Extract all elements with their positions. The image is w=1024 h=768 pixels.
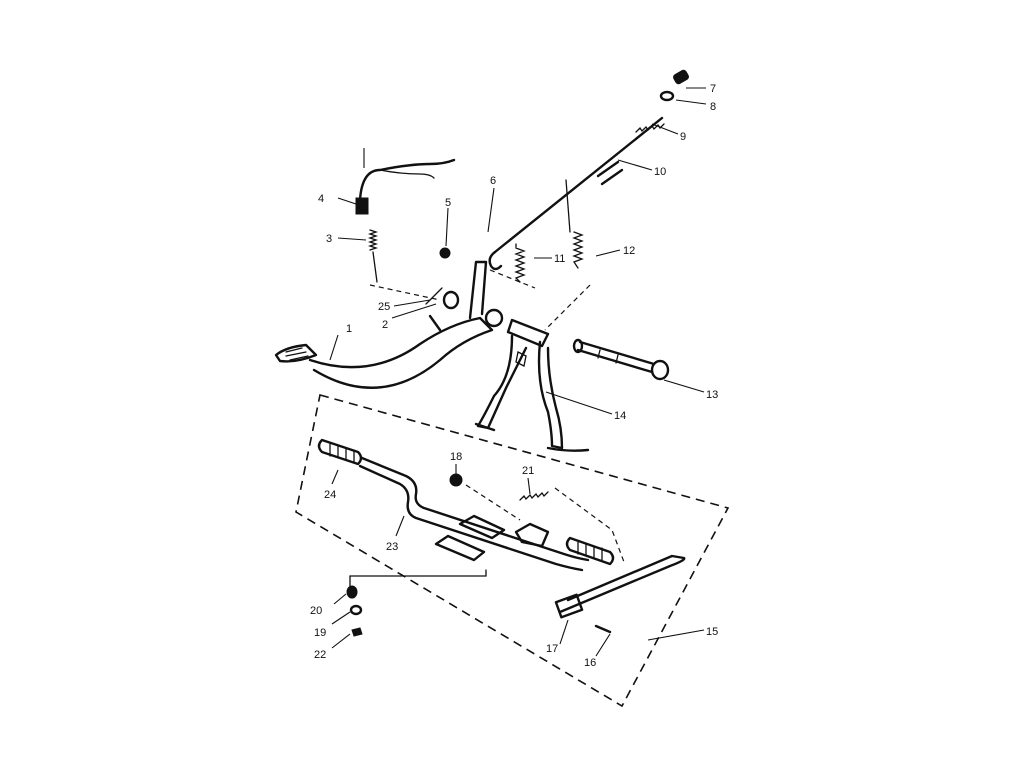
label-20: 20: [310, 605, 322, 617]
label-17: 17: [546, 643, 558, 655]
label-10: 10: [654, 166, 666, 178]
label-7: 7: [710, 83, 716, 95]
label-18: 18: [450, 451, 462, 463]
dash-leader-d: [465, 484, 521, 521]
nut-5: [439, 247, 451, 259]
spring-12: [565, 179, 584, 269]
spring-11: [514, 243, 526, 283]
cable-hook: [488, 250, 503, 271]
label-12: 12: [623, 245, 635, 257]
cable-end-bolt: [673, 69, 689, 85]
label-9: 9: [680, 131, 686, 143]
footrest-group-boundary: [295, 394, 730, 708]
pin-25: [425, 287, 443, 305]
brake-pedal: [274, 260, 504, 389]
label-19: 19: [314, 627, 326, 639]
cable-washer: [659, 90, 675, 102]
fastener-stack: [346, 569, 487, 637]
label-15: 15: [706, 626, 718, 638]
footrest-rubber-left: [317, 438, 363, 466]
label-13: 13: [706, 389, 718, 401]
cable-adjuster: [596, 160, 624, 186]
label-24: 24: [324, 489, 336, 501]
label-22: 22: [314, 649, 326, 661]
label-23: 23: [386, 541, 398, 553]
brake-switch-cable: [355, 158, 456, 215]
pivot-shaft: [572, 338, 670, 381]
label-6: 6: [490, 175, 496, 187]
label-11: 11: [554, 253, 565, 265]
label-14: 14: [614, 410, 626, 422]
dash-leader-c: [544, 284, 591, 331]
dash-leader-e: [554, 487, 625, 563]
footrest-bar: [358, 456, 590, 572]
side-stand: [554, 554, 686, 634]
label-21: 21: [522, 465, 534, 477]
washer-2: [442, 290, 460, 310]
part-labels: 7 8 9 10 11 12 13 14 15 16 17 18 19 20 2…: [310, 83, 718, 669]
bolt-18: [449, 473, 463, 487]
label-25: 25: [378, 301, 390, 313]
footrest-rubber-right: [565, 536, 615, 566]
dash-leader-b: [489, 269, 536, 289]
cable-rod: [493, 116, 664, 254]
leader-lines: [329, 87, 707, 657]
label-16: 16: [584, 657, 596, 669]
label-1: 1: [346, 323, 352, 335]
dash-leader-a: [369, 284, 441, 301]
brake-switch: [355, 197, 369, 215]
label-8: 8: [710, 101, 716, 113]
spring-21: [519, 491, 549, 501]
label-2: 2: [382, 319, 388, 331]
label-3: 3: [326, 233, 332, 245]
spring-3: [367, 229, 379, 283]
main-stand: [474, 318, 590, 452]
label-5: 5: [445, 197, 451, 209]
label-4: 4: [318, 193, 324, 205]
